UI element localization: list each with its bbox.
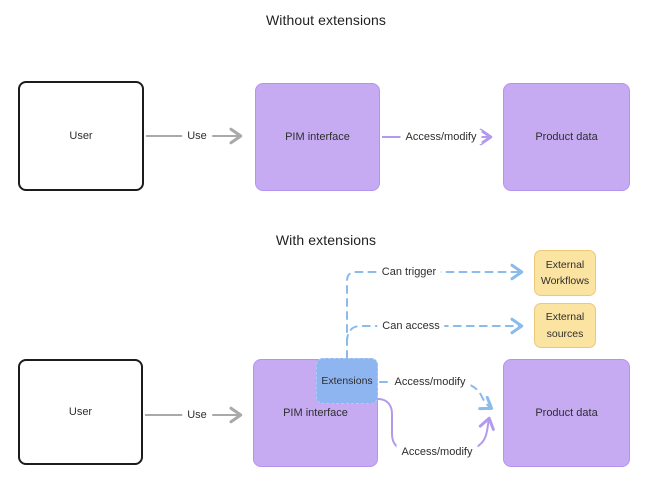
node-external-sources: External sources	[534, 303, 596, 348]
section-title-without-extensions: Without extensions	[265, 12, 387, 28]
node-product-data-top: Product data	[503, 83, 630, 191]
edge-label-use-bottom: Use	[182, 408, 212, 422]
node-user-bottom-label: User	[68, 406, 93, 418]
node-extensions-label: Extensions	[321, 375, 373, 387]
node-pim-interface-top-label: PIM interface	[285, 131, 350, 143]
edge-label-access-modify-pim: Access/modify	[396, 445, 478, 459]
node-product-data-bottom: Product data	[503, 359, 630, 467]
node-external-workflows-label: External Workflows	[540, 258, 590, 287]
section-title-with-extensions: With extensions	[275, 232, 377, 248]
node-pim-interface-bottom-label: PIM interface	[283, 407, 348, 419]
edge-label-use-top: Use	[182, 129, 212, 143]
edge-label-access-modify-extensions: Access/modify	[389, 375, 471, 389]
edge-access-modify-pim	[377, 398, 495, 451]
node-user-top: User	[18, 81, 144, 191]
node-user-bottom: User	[18, 359, 143, 465]
edge-label-can-access: Can access	[377, 319, 445, 333]
node-product-data-top-label: Product data	[535, 131, 598, 143]
node-external-sources-label: External sources	[545, 311, 585, 340]
edge-label-access-modify-top: Access/modify	[400, 130, 482, 144]
edge-can-trigger	[346, 263, 524, 359]
edge-label-can-trigger: Can trigger	[376, 265, 442, 279]
node-extensions: Extensions	[316, 358, 378, 404]
node-pim-interface-top: PIM interface	[255, 83, 380, 191]
node-external-workflows: External Workflows	[534, 250, 596, 296]
node-user-top-label: User	[69, 130, 93, 142]
node-product-data-bottom-label: Product data	[535, 407, 598, 419]
